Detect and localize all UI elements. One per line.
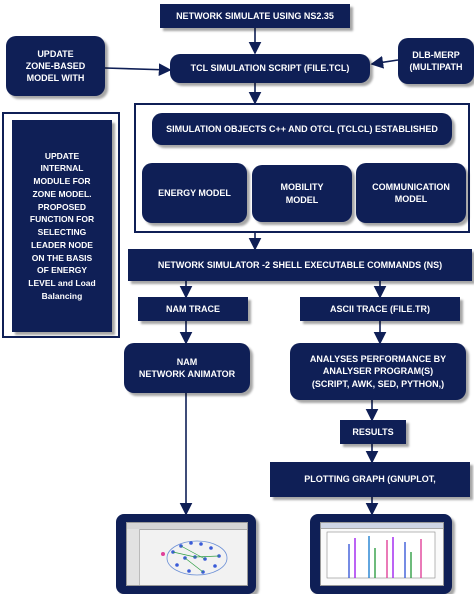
results-box: RESULTS	[340, 420, 406, 444]
nam-screen	[126, 522, 248, 586]
simulation-objects-box: SIMULATION OBJECTS C++ AND OTCL (TCLCL) …	[152, 113, 452, 145]
simulation-objects-frame	[134, 103, 470, 233]
nam-side-panel	[127, 529, 140, 585]
gnuplot-graph-screenshot	[310, 514, 452, 594]
nam-topology-graphic	[161, 540, 228, 576]
mobility-model-box: MOBILITY MODEL	[252, 165, 352, 222]
communication-model-box: COMMUNICATION MODEL	[356, 163, 466, 223]
energy-model-box: ENERGY MODEL	[142, 163, 247, 223]
arrow-dlb-to-tcl	[370, 55, 399, 69]
nam-trace-box: NAM TRACE	[138, 297, 248, 321]
dlb-merp-box: DLB-MERP (MULTIPATH	[398, 38, 474, 84]
update-internal-frame	[2, 112, 120, 338]
nam-animator-box: NAM NETWORK ANIMATOR	[124, 343, 250, 393]
plotting-box: PLOTTING GRAPH (GNUPLOT,	[270, 462, 470, 497]
analyses-box: ANALYSES PERFORMANCE BY ANALYSER PROGRAM…	[290, 343, 466, 400]
update-internal-box: UPDATE INTERNAL MODULE FOR ZONE MODEL. P…	[12, 120, 112, 332]
tcl-script-box: TCL SIMULATION SCRIPT (FILE.TCL)	[170, 54, 370, 83]
update-zone-box: UPDATE ZONE-BASED MODEL WITH	[6, 36, 105, 96]
ns-version-box: NETWORK SIMULATE USING NS2.35	[160, 4, 350, 28]
gnuplot-screen	[320, 522, 444, 586]
nam-toolbar	[127, 523, 247, 530]
arrow-zone-to-tcl	[104, 63, 172, 77]
ascii-trace-box: ASCII TRACE (FILE.TR)	[300, 297, 460, 321]
nam-animator-screenshot	[116, 514, 256, 594]
gnuplot-bar-graphic	[326, 531, 436, 579]
gnuplot-titlebar	[321, 523, 443, 529]
ns2-shell-box: NETWORK SIMULATOR -2 SHELL EXECUTABLE CO…	[128, 249, 472, 281]
